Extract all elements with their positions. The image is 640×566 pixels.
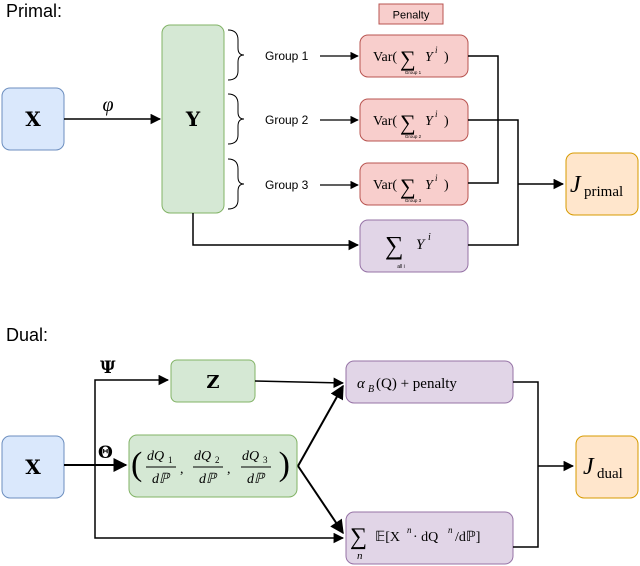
j-dual-node (575, 435, 639, 499)
dq-vector-node: ( ) dQ 1 dℙ , dQ 2 dℙ , dQ 3 dℙ (128, 434, 298, 498)
dq1-den: dℙ (152, 472, 171, 487)
alpha-node: α B (Q) + penalty (345, 360, 514, 404)
group2-brace (227, 93, 245, 145)
z-label: Z (206, 372, 219, 393)
group1-label: Group 1 (265, 49, 309, 63)
dq2-sub: 2 (215, 455, 220, 465)
j-dual-sub: dual (597, 466, 623, 482)
dual-x-node (1, 435, 65, 499)
dq3-den: dℙ (247, 472, 266, 487)
dq1-sub: 1 (168, 455, 173, 465)
var-box-group2: Var( ∑ Y i ) Group 2 (359, 98, 469, 142)
var1-prefix: Var( (373, 50, 397, 65)
total-sub: all i (397, 264, 405, 270)
total-y: Y (416, 237, 426, 253)
var3-prefix: Var( (373, 178, 397, 193)
dq-to-alpha-arrow (297, 384, 344, 467)
phi-label: φ (102, 94, 113, 116)
var-box-group3: Var( ∑ Y i ) Group 3 (359, 162, 469, 206)
primal-y-label: Y (185, 107, 201, 131)
var2-prefix: Var( (373, 114, 397, 129)
var3-sub: Group 3 (405, 198, 422, 203)
expectation-sup1: n (407, 525, 412, 535)
svg-text:(: ( (131, 446, 142, 483)
var1-i: i (435, 45, 438, 55)
var2-sub: Group 2 (405, 134, 422, 139)
var2-y: Y (425, 114, 435, 129)
var1-y: Y (425, 50, 435, 65)
psi-label: Ψ (100, 358, 116, 378)
svg-text:): ) (279, 446, 290, 483)
var1-sum: ∑ (400, 46, 416, 71)
alpha-symbol: α (357, 376, 366, 392)
var1-close: ) (444, 50, 449, 65)
alpha-rest: (Q) + penalty (376, 376, 457, 392)
j-primal-sub: primal (584, 184, 623, 200)
var3-sum: ∑ (400, 174, 416, 199)
expectation-sup2: n (448, 525, 453, 535)
penalty-tag-label: Penalty (393, 10, 430, 22)
expectation-start: 𝔼[X (375, 530, 400, 545)
group1-brace (227, 29, 245, 81)
dq2-den: dℙ (199, 472, 218, 487)
alpha-sub: B (368, 384, 374, 395)
x-to-expectation-arrow (94, 465, 345, 544)
y-to-total-arrow (192, 213, 360, 251)
dual-section-title: Dual: (6, 325, 48, 345)
j-dual-main: J (583, 454, 595, 480)
expectation-sum-sub: n (357, 550, 363, 562)
var2-sum: ∑ (400, 110, 416, 135)
penalty-tag (378, 3, 444, 25)
comma-1: , (180, 462, 184, 477)
total-i: i (428, 232, 431, 243)
expectation-mid: · dQ (413, 530, 438, 545)
var3-y: Y (425, 178, 435, 193)
expectation-sum: ∑ (350, 524, 367, 550)
group3-brace (227, 158, 245, 210)
expectation-node: ∑ n 𝔼[X n · dQ n /dℙ] (345, 511, 514, 565)
dq1-num: dQ (147, 449, 164, 464)
var1-sub: Group 1 (405, 70, 422, 75)
var-box-group1: Var( ∑ Y i ) Group 1 (359, 34, 469, 78)
primal-x-label: X (25, 107, 41, 131)
dual-x-label: X (25, 455, 41, 479)
x-to-z-arrow (94, 374, 170, 465)
dq3-sub: 3 (263, 455, 268, 465)
dq3-num: dQ (242, 449, 259, 464)
var2-close: ) (444, 114, 449, 129)
z-to-alpha-arrow (254, 377, 345, 389)
total-sum-symbol: ∑ (385, 231, 404, 260)
var3-close: ) (444, 178, 449, 193)
dq2-num: dQ (194, 449, 211, 464)
penalty-merge-line-2 (468, 119, 519, 246)
dq-to-expectation-arrow (297, 465, 344, 535)
j-primal-main: J (570, 172, 582, 198)
j-primal-node (565, 152, 639, 216)
theta-label: Θ (98, 443, 113, 463)
group2-label: Group 2 (265, 113, 309, 127)
dual-merge-line (513, 381, 539, 548)
var3-i: i (435, 173, 438, 183)
expectation-end: /dℙ] (455, 530, 480, 545)
var2-i: i (435, 109, 438, 119)
comma-2: , (227, 462, 231, 477)
primal-section-title: Primal: (6, 1, 62, 21)
group3-label: Group 3 (265, 178, 309, 192)
total-sum-box: ∑ Y i all i (359, 219, 469, 273)
